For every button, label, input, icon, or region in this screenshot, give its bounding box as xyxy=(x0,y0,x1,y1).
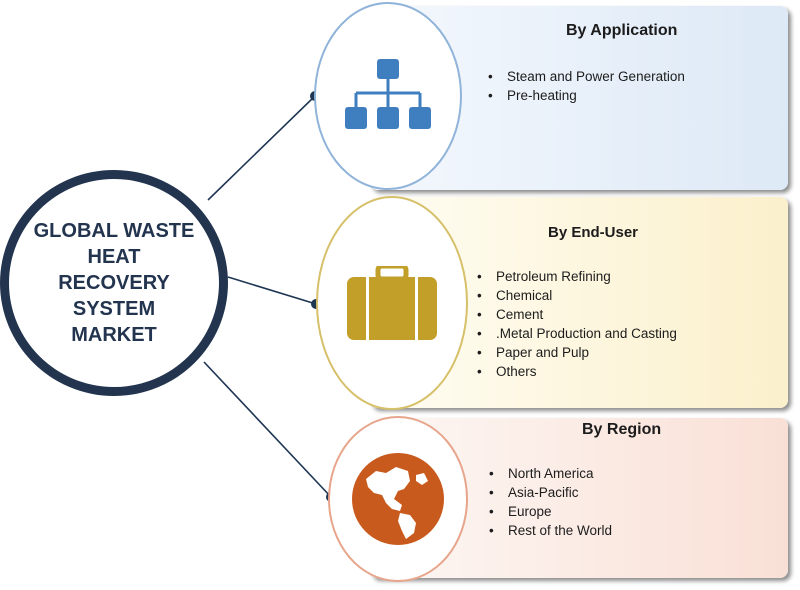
market-hub-circle: GLOBAL WASTE HEAT RECOVERY SYSTEM MARKET xyxy=(0,170,228,396)
list-item: North America xyxy=(488,464,612,483)
globe-icon xyxy=(352,453,444,545)
list-item: Petroleum Refining xyxy=(476,267,677,286)
list-item: Others xyxy=(476,362,677,381)
list-item: Cement xyxy=(476,305,677,324)
connector-end-user xyxy=(227,276,317,305)
list-item: Paper and Pulp xyxy=(476,343,677,362)
connector-application xyxy=(207,95,316,201)
region-list: North America Asia-Pacific Europe Rest o… xyxy=(488,464,612,540)
end-user-title: By End-User xyxy=(548,224,639,241)
end-user-list: Petroleum Refining Chemical Cement .Meta… xyxy=(476,267,677,381)
application-icon-badge xyxy=(314,2,462,190)
list-item: Pre-heating xyxy=(487,86,685,105)
end-user-icon-badge xyxy=(316,196,468,410)
list-item: Asia-Pacific xyxy=(488,483,612,502)
region-title: By Region xyxy=(582,421,662,438)
hierarchy-icon xyxy=(345,59,431,129)
list-item: Europe xyxy=(488,502,612,521)
application-list: Steam and Power Generation Pre-heating xyxy=(487,67,685,105)
briefcase-icon xyxy=(347,266,437,340)
region-icon-badge xyxy=(328,416,468,582)
list-item: Rest of the World xyxy=(488,521,612,540)
list-item: Chemical xyxy=(476,286,677,305)
connector-region xyxy=(203,361,332,498)
application-title: By Application xyxy=(566,22,678,39)
market-title: GLOBAL WASTE HEAT RECOVERY SYSTEM MARKET xyxy=(33,220,195,346)
list-item: .Metal Production and Casting xyxy=(476,324,677,343)
list-item: Steam and Power Generation xyxy=(487,67,685,86)
